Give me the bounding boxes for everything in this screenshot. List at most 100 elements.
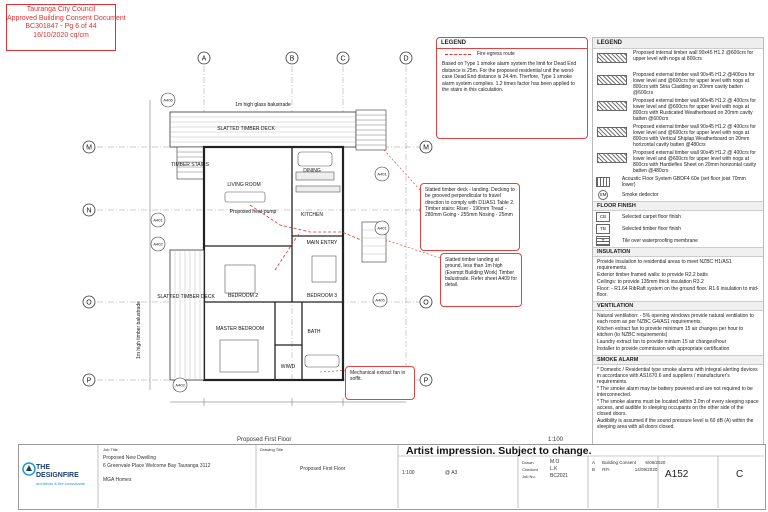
grid-col-a: A	[202, 56, 207, 63]
grid-col-c: C	[340, 56, 345, 63]
current-revision: C	[736, 469, 744, 480]
insulation-body: Provide insulation to residential areas …	[597, 259, 759, 298]
artist-impression-disclaimer: Artist impression. Subject to change.	[406, 445, 592, 457]
designfire-logo-icon	[22, 462, 36, 476]
ventilation-heading: VENTILATION	[593, 301, 763, 311]
ref-a406: A406	[163, 98, 173, 103]
timber-deck-note: Slatted timber deck - landing. Decking t…	[420, 183, 520, 251]
fire-egress-route-key: Fire egress route	[437, 49, 587, 59]
room-wiwd: WIWD	[281, 364, 296, 370]
grid-row-o-right: O	[423, 300, 429, 307]
ref-a405: A405	[375, 298, 385, 303]
room-dining: DINING	[303, 168, 321, 174]
grid-row-p-right: P	[424, 378, 429, 385]
drawing-title-label: Drawing Title	[260, 447, 284, 452]
title-block-grid	[97, 444, 764, 508]
plan-scale: 1:100	[548, 437, 564, 443]
carpet-icon: CB	[596, 212, 610, 222]
paper-size: @ A3	[445, 470, 458, 476]
ventilation-body: Natural ventilation: - 5% opening window…	[597, 313, 754, 352]
wall-swatch-icon	[597, 53, 627, 63]
ref-a402: A402	[153, 242, 163, 247]
wall-type-4: Proposed external timber wall 90x45 H1.2…	[593, 123, 763, 149]
room-main-entry: MAIN ENTRY	[307, 240, 338, 246]
label-glass-balustrade: 1m high glass balustrade	[235, 102, 291, 108]
grid-row-n-left: N	[86, 208, 91, 215]
ref-a401-mid: A401	[377, 226, 387, 231]
checked-label: Checked	[522, 467, 538, 472]
site-address: 6 Greenvale Place Welcome Bay Tauranga 3…	[103, 463, 211, 469]
client-name: MGA Homes	[103, 477, 132, 483]
room-kitchen: KITCHEN	[301, 212, 323, 218]
stamp-consent-number: BC301847 - Pg 6 of 44	[25, 23, 97, 30]
acoustic-floor-icon	[596, 177, 610, 187]
room-master: MASTER BEDROOM	[216, 326, 264, 332]
room-deck-top: SLATTED TIMBER DECK	[217, 126, 275, 132]
dead-end-note: Based on Type 1 smoke alarm system the l…	[442, 61, 577, 93]
wall-swatch-icon	[597, 75, 627, 85]
floor-finish-heading: FLOOR FINISH	[593, 201, 763, 211]
room-bedroom2: BEDROOM 2	[228, 293, 258, 299]
timber-landing-note: Slatted timber landing at ground, less t…	[440, 253, 522, 307]
drawing-title: Proposed First Floor	[300, 466, 346, 472]
title-block	[18, 444, 766, 510]
label-timber-balustrade: 1m high timber balustrade	[136, 301, 142, 359]
checked-by: L.K	[550, 466, 558, 472]
ref-a401-top: A401	[377, 172, 387, 177]
wall-swatch-icon	[597, 127, 627, 137]
smoke-alarm-heading: SMOKE ALARM	[593, 355, 763, 365]
scale-value: 1:100	[402, 470, 415, 476]
ref-a401-left: A401	[153, 218, 163, 223]
acoustic-floor-item: Acoustic Floor System GBDF4 60e (set flo…	[593, 175, 763, 189]
job-title-label: Job Title	[103, 447, 118, 452]
stamp-date: 16/10/2020 cq/cm	[33, 31, 89, 39]
job-number: BC2021	[550, 473, 569, 479]
stamp-approved: Approved Building Consent Document	[7, 14, 126, 22]
wall-swatch-icon	[597, 101, 627, 111]
wall-type-5: Proposed external timber wall 90x45 H1.2…	[593, 149, 763, 175]
grid-row-m-right: M	[423, 145, 429, 152]
tile-icon: T	[596, 236, 610, 246]
grid-col-b: B	[290, 56, 295, 63]
smoke-detector-icon: SM	[598, 190, 608, 200]
drawn-label: Drawn	[522, 460, 534, 465]
grid-row-p-left: P	[87, 378, 92, 385]
ref-a403-left: A403	[175, 383, 185, 388]
grid-row-m-left: M	[86, 145, 92, 152]
drawn-by: M.O	[550, 459, 560, 465]
company-logo-text: THE DESIGNFIRE	[36, 464, 79, 479]
smoke-alarm-body: * Domestic / Residential type smoke alar…	[597, 367, 759, 430]
grid-row-o-left: O	[86, 300, 92, 307]
stamp-council: Tauranga City Council	[26, 6, 96, 13]
room-bedroom3: BEDROOM 3	[307, 293, 337, 299]
company-tagline: architects & fire consultants	[36, 481, 85, 486]
grid-col-d: D	[403, 56, 408, 63]
wall-type-3: Proposed external timber wall 90x45 H1.2…	[593, 97, 763, 123]
council-approval-stamp: Tauranga City Council Approved Building …	[6, 4, 126, 51]
extract-fan-note: Mechanical extract fan in soffit.	[345, 366, 415, 400]
wall-swatch-icon	[597, 153, 627, 163]
revision-b: B RFI 14/09/2020	[592, 467, 658, 472]
job-title: Proposed New Dwelling	[103, 455, 157, 461]
room-deck-left: SLATTED TIMBER DECK	[157, 294, 215, 300]
insulation-heading: INSULATION	[593, 247, 763, 257]
revision-a: A Building Consent 6/08/2020	[592, 460, 666, 465]
wall-type-1: Proposed internal timber wall 90x45 H1.2…	[593, 49, 763, 71]
job-no-label: Job No.	[522, 474, 536, 479]
wall-type-2: Proposed external timber wall 90x45 H1.2…	[593, 71, 763, 97]
plan-title: Proposed First Floor	[237, 437, 292, 443]
legend-title: LEGEND	[593, 38, 763, 49]
timber-floor-icon: TB	[596, 224, 610, 234]
room-timber-stairs: TIMBER STAIRS	[171, 162, 210, 168]
sheet-number: A152	[665, 469, 689, 480]
egress-legend: LEGEND Fire egress route Based on Type 1…	[436, 37, 588, 139]
room-living: LIVING ROOM	[227, 182, 260, 188]
room-bath: BATH	[308, 329, 321, 335]
room-heat-pump: Proposed heat-pump	[230, 209, 277, 215]
construction-legend: LEGEND Proposed internal timber wall 90x…	[592, 37, 764, 445]
